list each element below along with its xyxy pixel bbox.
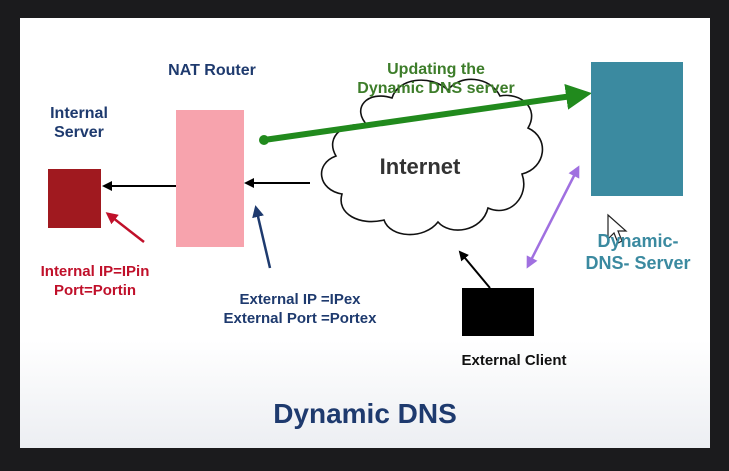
diagram-graphics <box>102 78 628 289</box>
page-title: Dynamic DNS <box>273 398 457 429</box>
internal-server-box <box>48 169 101 228</box>
dns-server-box <box>591 62 683 196</box>
updating-dns-label: Updating the Dynamic DNS server <box>357 61 515 97</box>
mouse-cursor-icon <box>607 213 628 244</box>
external-ip-label: External IP =IPex External Port =Portex <box>223 291 377 327</box>
nat-router-label: NAT Router <box>168 62 256 79</box>
diagram-slide: Internal Server NAT Router Updating the … <box>20 18 710 448</box>
arrow-client-to-cloud <box>458 250 491 289</box>
internet-cloud <box>320 78 544 236</box>
external-client-label: External Client <box>461 352 567 369</box>
arrow-client-dns-double <box>526 165 580 269</box>
nat-router-box <box>176 110 244 247</box>
arrow-external-ip-pointer <box>252 205 272 269</box>
dns-server-label: Dynamic- DNS- Server <box>585 231 691 273</box>
internet-label: Internet <box>379 154 461 179</box>
internal-ip-label: Internal IP=IPin Port=Portin <box>40 263 150 299</box>
external-client-box <box>462 288 534 336</box>
arrow-router-to-dns-update <box>263 83 592 143</box>
green-arrow-origin-dot <box>259 135 269 145</box>
internal-server-label: Internal Server <box>50 105 108 141</box>
arrow-internal-ip-pointer <box>105 212 145 243</box>
